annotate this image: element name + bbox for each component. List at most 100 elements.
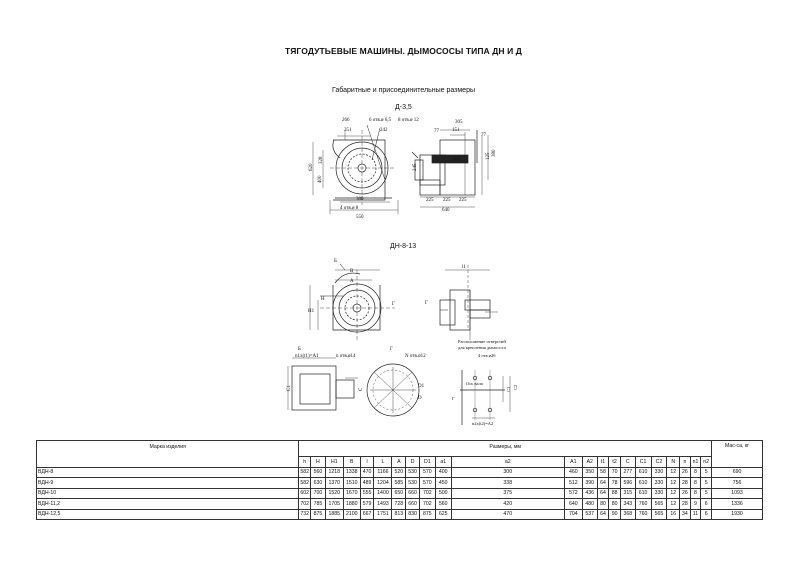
cell-dimension: 480 bbox=[581, 498, 598, 510]
drawing-d35-heading: Д-3,5 bbox=[395, 104, 412, 111]
cell-dimension: 760 bbox=[634, 508, 652, 520]
cell-dimension: 64 bbox=[596, 487, 610, 499]
drawing-dn813-heading: ДН-8-13 bbox=[390, 243, 417, 250]
cell-dimension: 565 bbox=[650, 508, 668, 520]
dimensions-table: Марка изделия Размеры, мм Мас-са, кг h H… bbox=[35, 440, 763, 520]
dn813-view-g-text: Г N отв.ø12 D1 D bbox=[390, 347, 426, 401]
cell-dimension: 26 bbox=[679, 487, 691, 499]
cell-dimension: 64 bbox=[596, 477, 610, 489]
view-b-dim: n отв.ø14 bbox=[336, 354, 356, 359]
column-header: a1 bbox=[434, 456, 452, 468]
cell-dimension: 12 bbox=[666, 477, 681, 489]
cell-dimension: 1670 bbox=[342, 487, 361, 499]
cell-dimension: 11 bbox=[689, 508, 702, 520]
header-mass: Мас-са, кг bbox=[711, 440, 763, 468]
cell-dimension: 420 bbox=[450, 498, 565, 510]
cell-dimension: 1493 bbox=[373, 498, 393, 510]
cell-dimension: 1218 bbox=[324, 466, 344, 478]
d35-dim-text: 550 bbox=[356, 215, 364, 220]
cell-dimension: 520 bbox=[391, 466, 407, 478]
cell-dimension: 460 bbox=[563, 466, 583, 478]
column-header: A2 bbox=[581, 456, 598, 468]
view-v-note: для крепления дымососа bbox=[458, 345, 506, 350]
d35-dim-text: 242 bbox=[380, 128, 388, 133]
d35-side-dim-text: 225 bbox=[426, 198, 434, 203]
cell-dimension: 582 bbox=[298, 477, 311, 489]
cell-mass: 756 bbox=[711, 477, 763, 489]
cell-dimension: 585 bbox=[391, 477, 407, 489]
cell-dimension: 330 bbox=[650, 477, 668, 489]
column-header: C1 bbox=[634, 456, 652, 468]
cell-dimension: 28 bbox=[679, 477, 691, 489]
cell-dimension: 64 bbox=[596, 508, 610, 520]
cell-dimension: 8 bbox=[689, 487, 702, 499]
view-g-dim: D1 bbox=[418, 384, 425, 389]
cell-dimension: 8 bbox=[689, 477, 702, 489]
cell-dimension: 702 bbox=[418, 487, 436, 499]
view-v-dim: C1 bbox=[506, 387, 511, 392]
cell-dimension: 350 bbox=[581, 466, 598, 478]
d35-dim-text: 351 bbox=[344, 128, 352, 133]
cell-dimension: 1400 bbox=[373, 487, 393, 499]
d35-side-dim-text: 225 bbox=[443, 198, 451, 203]
view-v-dim: C2 bbox=[513, 385, 518, 390]
view-v-dim: Ось вала bbox=[466, 381, 483, 386]
d35-side-dim-text: 305 bbox=[455, 120, 463, 125]
cell-dimension: 1885 bbox=[324, 508, 344, 520]
dn813-label: А bbox=[350, 279, 354, 284]
cell-dimension: 368 bbox=[619, 508, 636, 520]
cell-dimension: 702 bbox=[298, 498, 311, 510]
column-header: D bbox=[405, 456, 420, 468]
cell-mass: 690 bbox=[711, 466, 763, 478]
cell-mass: 1930 bbox=[711, 508, 763, 520]
cell-dimension: 450 bbox=[434, 477, 452, 489]
cell-dimension: 343 bbox=[619, 498, 636, 510]
d35-side-view bbox=[411, 129, 489, 208]
cell-dimension: 830 bbox=[405, 508, 420, 520]
cell-dimension: 630 bbox=[310, 477, 326, 489]
cell-dimension: 2100 bbox=[342, 508, 361, 520]
cell-dimension: 300 bbox=[450, 466, 565, 478]
cell-dimension: 436 bbox=[581, 487, 598, 499]
view-v-dim: 4 отв.ø26 bbox=[478, 353, 496, 358]
cell-dimension: 470 bbox=[359, 466, 375, 478]
cell-mass: 1093 bbox=[711, 487, 763, 499]
dn813-view-v bbox=[460, 370, 511, 425]
d35-dim-text: 328 bbox=[319, 156, 324, 164]
d35-side-dim-text: 151 bbox=[452, 128, 460, 133]
column-header: C bbox=[619, 456, 636, 468]
d35-side-dim-text: 125 bbox=[486, 152, 491, 160]
dn813-front-view bbox=[309, 263, 395, 340]
cell-dimension: 813 bbox=[391, 508, 407, 520]
column-header: H1 bbox=[324, 456, 344, 468]
cell-dimension: 489 bbox=[359, 477, 375, 489]
cell-model: ВДН-8 bbox=[35, 466, 300, 478]
d35-dim-text: 400 bbox=[318, 175, 323, 183]
cell-dimension: 1204 bbox=[373, 477, 393, 489]
view-v-dim: n2x(t2)=A2 bbox=[472, 421, 493, 426]
dn813-label: l1 bbox=[462, 265, 466, 270]
d35-dim-text: 4 отв.ø 8 bbox=[340, 206, 359, 211]
d35-dim-text: 8 отв.ø 12 bbox=[398, 118, 419, 123]
column-header: n bbox=[679, 456, 691, 468]
cell-dimension: 785 bbox=[310, 498, 326, 510]
d35-dim-text: 620 bbox=[309, 163, 314, 171]
dn813-view-b bbox=[287, 357, 358, 411]
cell-dimension: 390 bbox=[581, 477, 598, 489]
column-header: D1 bbox=[418, 456, 436, 468]
cell-dimension: 34 bbox=[679, 508, 691, 520]
cell-dimension: 1751 bbox=[373, 508, 393, 520]
cell-dimension: 28 bbox=[679, 498, 691, 510]
cell-dimension: 572 bbox=[563, 487, 583, 499]
cell-dimension: 78 bbox=[608, 477, 621, 489]
cell-dimension: 90 bbox=[608, 508, 621, 520]
d35-front-dim-text: 266 6 отв.ø 6,5 8 отв.ø 12 351 242 620 3… bbox=[309, 118, 419, 220]
dn813-label: Г bbox=[425, 301, 428, 306]
cell-dimension: 530 bbox=[405, 477, 420, 489]
cell-dimension: 596 bbox=[619, 477, 636, 489]
cell-dimension: 570 bbox=[418, 466, 436, 478]
cell-dimension: 530 bbox=[405, 466, 420, 478]
cell-dimension: 875 bbox=[310, 508, 326, 520]
dn813-label: Г bbox=[392, 302, 395, 307]
